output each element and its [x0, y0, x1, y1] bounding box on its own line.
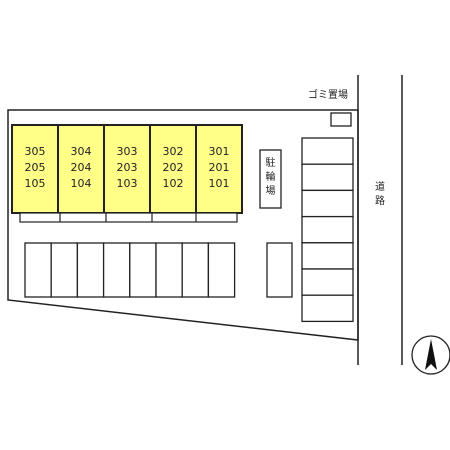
parking-space — [155, 242, 183, 298]
garbage-area — [330, 112, 352, 127]
apartment-units: 305 205 105 304 204 104 303 203 103 302 202 102 301 2… — [11, 124, 243, 214]
parking-space — [50, 242, 79, 298]
unit-number-bottom: 103 — [117, 177, 138, 190]
road-label-char-2: 路 — [375, 194, 385, 207]
parking-space — [301, 242, 354, 270]
parking-space — [76, 242, 105, 298]
balcony-dividers — [59, 213, 197, 222]
garbage-area-label: ゴミ置場 — [308, 88, 348, 101]
unit-number-mid: 203 — [117, 161, 138, 174]
parking-space — [181, 242, 210, 298]
storage-box — [266, 242, 293, 298]
unit-number-top: 304 — [71, 145, 92, 158]
unit-number-mid: 204 — [71, 161, 92, 174]
bicycle-parking-label: 駐輪場 — [266, 156, 276, 197]
unit-number-mid: 205 — [25, 161, 46, 174]
bicycle-parking-label-char: 駐 — [266, 156, 276, 169]
apartment-unit — [57, 124, 105, 214]
bicycle-parking — [259, 149, 282, 209]
parking-space — [301, 268, 354, 296]
unit-number-top: 301 — [209, 145, 230, 158]
parking-space — [301, 215, 354, 244]
apartment-unit — [11, 124, 59, 214]
parking-lot-right — [301, 137, 354, 323]
parking-space — [301, 163, 354, 192]
unit-number-bottom: 105 — [25, 177, 46, 190]
balcony-strip — [19, 212, 238, 223]
parking-lot-lower — [24, 242, 236, 298]
parking-space — [102, 242, 131, 298]
unit-number-top: 303 — [117, 145, 138, 158]
unit-number-bottom: 104 — [71, 177, 92, 190]
bicycle-parking-label-char: 場 — [266, 184, 276, 197]
north-arrow-icon — [411, 335, 450, 375]
parking-space — [301, 294, 354, 323]
parking-space — [24, 242, 52, 298]
unit-number-bottom: 101 — [209, 177, 230, 190]
parking-space — [129, 242, 157, 298]
unit-number-top: 305 — [25, 145, 46, 158]
parking-space — [301, 137, 354, 165]
unit-number-mid: 201 — [209, 161, 230, 174]
unit-number-bottom: 102 — [163, 177, 184, 190]
unit-number-mid: 202 — [163, 161, 184, 174]
parking-space — [207, 242, 236, 298]
unit-number-top: 302 — [163, 145, 184, 158]
parking-space — [301, 189, 354, 218]
road-label-char-1: 道 — [375, 180, 385, 193]
bicycle-parking-label-char: 輪 — [266, 170, 276, 183]
